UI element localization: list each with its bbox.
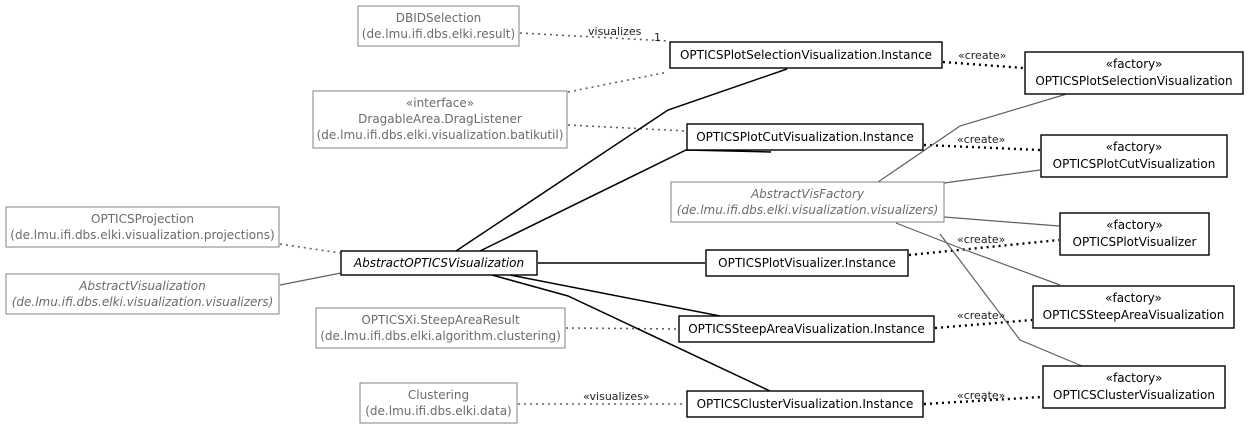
edge-label-create-selection: «create» xyxy=(958,49,1006,62)
class-steep-instance[interactable]: OPTICSSteepAreaVisualization.Instance xyxy=(678,315,935,343)
class-name: OPTICSPlotVisualizer xyxy=(1073,235,1197,249)
class-name: OPTICSPlotSelectionVisualization xyxy=(1035,74,1232,88)
edge-create-steep xyxy=(934,318,1033,330)
edge-steep-extends-abstract xyxy=(509,274,721,317)
class-cut-factory[interactable]: «factory» OPTICSPlotCutVisualization xyxy=(1040,134,1228,178)
class-name: OPTICSSteepAreaVisualization.Instance xyxy=(688,322,925,336)
class-cluster-factory[interactable]: «factory» OPTICSClusterVisualization xyxy=(1042,365,1226,409)
class-stereotype: «factory» xyxy=(1106,371,1163,385)
edge-label-create-cut: «create» xyxy=(957,133,1005,146)
edge-selection-extends-abstract xyxy=(455,68,788,252)
class-plot-factory[interactable]: «factory» OPTICSPlotVisualizer xyxy=(1059,212,1210,256)
connectors xyxy=(279,32,1083,406)
class-name: OPTICSXi.SteepAreaResult xyxy=(361,313,520,327)
class-package: (de.lmu.ifi.dbs.elki.result) xyxy=(362,27,515,41)
class-stereotype: «factory» xyxy=(1106,57,1163,71)
edge-label-create-cluster: «create» xyxy=(957,389,1005,402)
class-steep-factory[interactable]: «factory» OPTICSSteepAreaVisualization xyxy=(1032,285,1235,329)
class-package: (de.lmu.ifi.dbs.elki.visualization.batik… xyxy=(317,128,564,142)
edge-create-plot xyxy=(908,238,1060,257)
edge-create-cluster xyxy=(923,395,1043,406)
class-selection-instance[interactable]: OPTICSPlotSelectionVisualization.Instanc… xyxy=(669,41,943,69)
edge-cut-to-draglistener xyxy=(567,124,687,132)
class-package: (de.lmu.ifi.dbs.elki.data) xyxy=(365,404,511,418)
class-plot-instance[interactable]: OPTICSPlotVisualizer.Instance xyxy=(705,249,909,277)
class-abstractvisualization[interactable]: AbstractVisualization (de.lmu.ifi.dbs.el… xyxy=(5,273,280,315)
class-name: DragableArea.DragListener xyxy=(358,112,522,126)
edge-factory-selection-to-absvisfactory xyxy=(877,92,1071,183)
class-name: OPTICSProjection xyxy=(91,212,194,226)
edge-abstract-to-abstractvisualization xyxy=(279,272,342,286)
edge-selection-to-draglistener xyxy=(567,71,669,93)
class-name: OPTICSPlotCutVisualization xyxy=(1053,157,1216,171)
class-abstractvisfactory[interactable]: AbstractVisFactory (de.lmu.ifi.dbs.elki.… xyxy=(670,181,945,223)
edge-label-create-plot: «create» xyxy=(957,233,1005,246)
class-clustering[interactable]: Clustering (de.lmu.ifi.dbs.elki.data) xyxy=(359,382,518,424)
edge-cluster-extends-abstract xyxy=(491,274,771,392)
class-name: Clustering xyxy=(408,388,469,402)
class-opticsprojection[interactable]: OPTICSProjection (de.lmu.ifi.dbs.elki.vi… xyxy=(5,206,280,248)
class-name: DBIDSelection xyxy=(396,11,482,25)
interface-draglistener[interactable]: «interface» DragableArea.DragListener (d… xyxy=(312,90,568,149)
class-name: AbstractVisualization xyxy=(78,279,205,293)
class-name: AbstractVisFactory xyxy=(750,187,865,201)
class-package: (de.lmu.ifi.dbs.elki.algorithm.clusterin… xyxy=(320,329,561,343)
edge-label-visualizes-clustering: «visualizes» xyxy=(583,390,650,403)
edge-factory-cut-to-absvisfactory xyxy=(943,169,1041,184)
class-stereotype: «factory» xyxy=(1106,140,1163,154)
edge-abstract-to-projection xyxy=(279,243,341,254)
edge-factory-cluster-to-absvisfactory xyxy=(939,233,1083,367)
class-abstractopticsvisualization[interactable]: AbstractOPTICSVisualization xyxy=(340,250,538,276)
edge-label-multiplicity: 1 xyxy=(654,31,661,44)
class-name: OPTICSPlotCutVisualization.Instance xyxy=(696,130,914,144)
class-cut-instance[interactable]: OPTICSPlotCutVisualization.Instance xyxy=(686,123,924,151)
class-name: OPTICSPlotSelectionVisualization.Instanc… xyxy=(680,48,932,62)
class-stereotype: «factory» xyxy=(1106,218,1163,232)
class-package: (de.lmu.ifi.dbs.elki.visualization.visua… xyxy=(12,295,274,309)
class-dbidselection[interactable]: DBIDSelection (de.lmu.ifi.dbs.elki.resul… xyxy=(357,5,520,47)
class-name: OPTICSSteepAreaVisualization xyxy=(1043,308,1225,322)
class-package: (de.lmu.ifi.dbs.elki.visualization.visua… xyxy=(677,203,939,217)
class-package: (de.lmu.ifi.dbs.elki.visualization.proje… xyxy=(10,228,274,242)
class-steeparearesult[interactable]: OPTICSXi.SteepAreaResult (de.lmu.ifi.dbs… xyxy=(315,307,566,349)
class-stereotype: «factory» xyxy=(1105,291,1162,305)
class-name: OPTICSClusterVisualization xyxy=(1053,388,1215,402)
class-name: OPTICSClusterVisualization.Instance xyxy=(697,397,914,411)
edge-factory-plot-to-absvisfactory xyxy=(943,216,1060,227)
edge-cut-extends-abstract xyxy=(479,149,772,252)
edge-label-create-steep: «create» xyxy=(957,309,1005,322)
edge-factory-steep-to-absvisfactory xyxy=(895,222,1061,286)
class-cluster-instance[interactable]: OPTICSClusterVisualization.Instance xyxy=(686,390,924,418)
class-selection-factory[interactable]: «factory» OPTICSPlotSelectionVisualizati… xyxy=(1024,51,1244,95)
edge-label-visualizes-selection: visualizes xyxy=(588,25,642,38)
edge-selection-to-dbidselection xyxy=(519,32,669,42)
class-name: AbstractOPTICSVisualization xyxy=(353,256,524,270)
class-name: OPTICSPlotVisualizer.Instance xyxy=(718,256,896,270)
class-stereotype: «interface» xyxy=(406,96,474,110)
edge-create-cut xyxy=(923,143,1041,152)
edge-steep-to-steeparea-result xyxy=(565,327,679,330)
edge-create-selection xyxy=(942,60,1025,70)
edge-labels: visualizes 1 «visualizes» «create» «crea… xyxy=(583,25,1006,403)
